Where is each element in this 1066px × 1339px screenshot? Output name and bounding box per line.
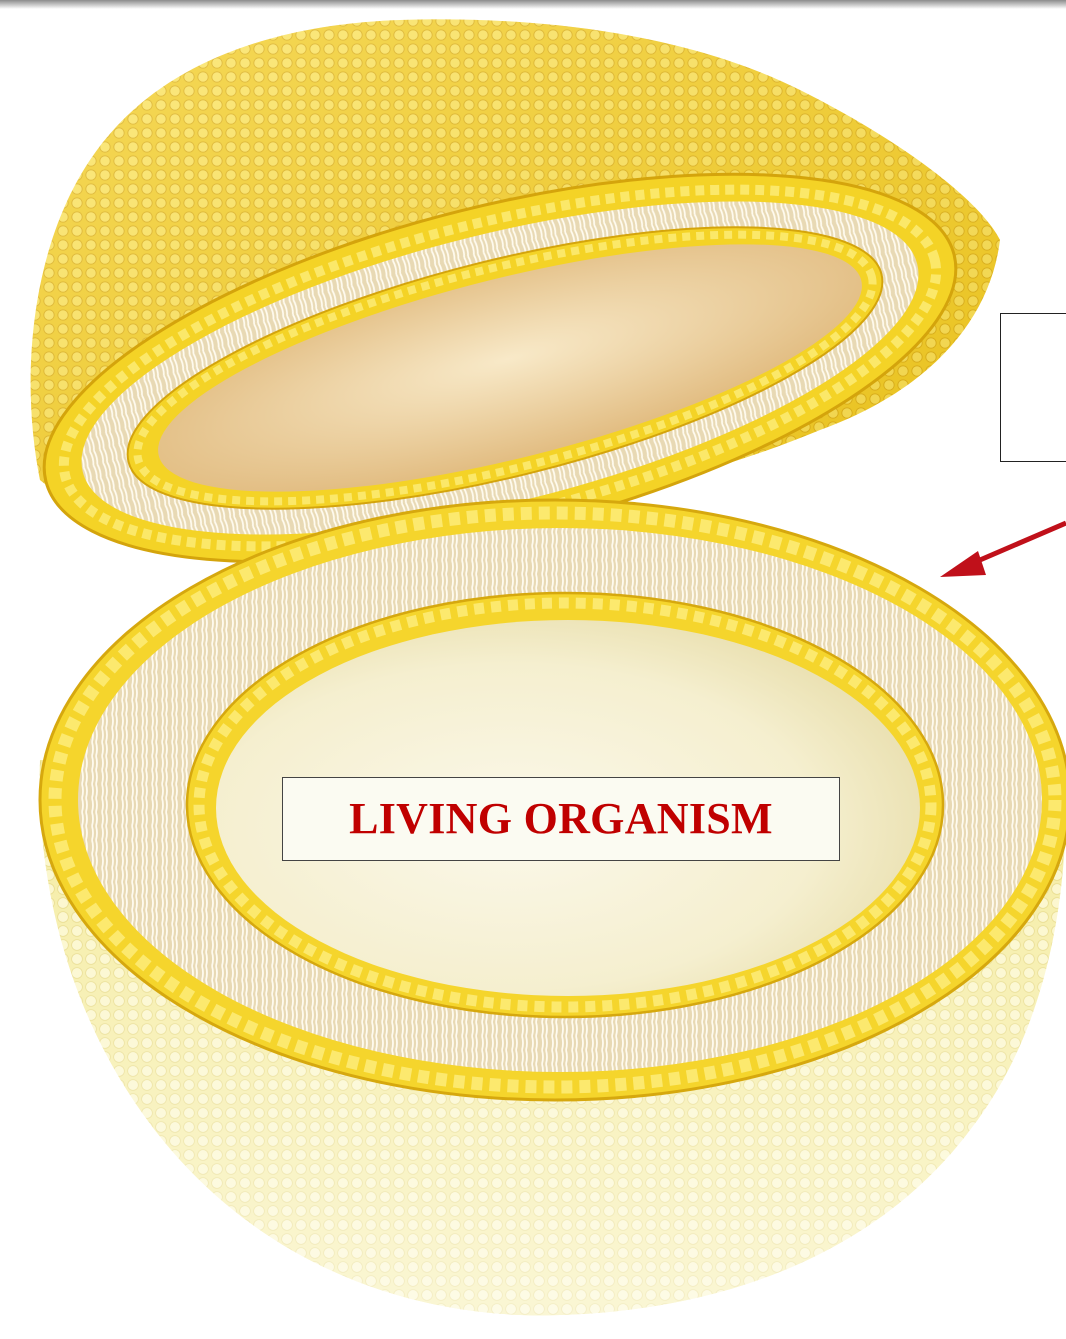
- bottom-hemisphere: [40, 500, 1066, 1315]
- living-organism-label: LIVING ORGANISM: [349, 797, 773, 841]
- label-box: LIVING ORGANISM: [282, 777, 840, 861]
- callout-box: [1000, 313, 1066, 462]
- arrow-icon: [940, 523, 1066, 577]
